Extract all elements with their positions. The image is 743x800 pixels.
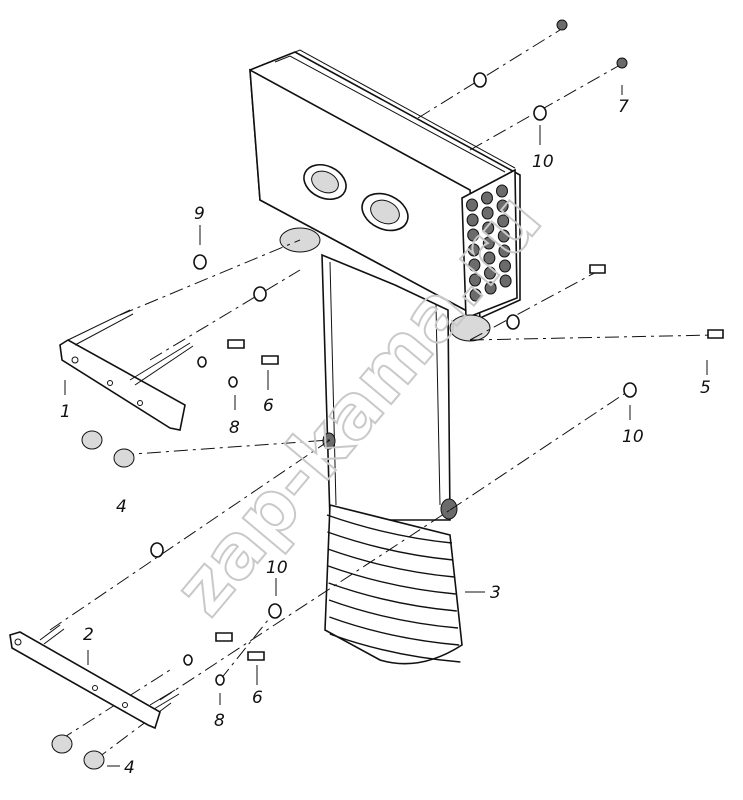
intake-pipe-assembly xyxy=(249,49,521,665)
bracket-1 xyxy=(59,309,194,431)
label-1: 1 xyxy=(60,402,71,422)
label-8-upper: 8 xyxy=(229,418,240,438)
grille-hole xyxy=(497,229,510,243)
label-9: 9 xyxy=(194,204,205,224)
callout-labels: 1 2 3 4 4 5 6 6 7 8 8 9 10 10 10 xyxy=(60,97,711,778)
bellows-rib xyxy=(329,633,461,663)
nut-4-upper-a xyxy=(81,430,103,450)
bracket-2 xyxy=(9,624,180,730)
label-3: 3 xyxy=(490,583,501,603)
nut-4-lower-b xyxy=(83,750,105,770)
grille-hole xyxy=(498,244,511,258)
label-6-lower: 6 xyxy=(252,688,263,708)
nut-4-upper-b xyxy=(113,448,135,468)
label-8-lower: 8 xyxy=(214,711,225,731)
bellows-rib xyxy=(327,565,456,595)
grille-hole xyxy=(466,213,479,227)
fasteners xyxy=(51,19,724,770)
assembly-lines xyxy=(49,29,716,761)
label-7: 7 xyxy=(618,97,629,117)
grille-hole xyxy=(496,199,509,213)
grille-hole xyxy=(496,184,508,198)
grille-hole xyxy=(484,266,496,280)
grille-hole xyxy=(468,258,481,272)
bellows-rib xyxy=(326,514,453,544)
label-10-right: 10 xyxy=(622,427,644,447)
grille-panel xyxy=(461,168,518,320)
label-2: 2 xyxy=(83,625,94,645)
leader-lines xyxy=(64,85,708,767)
grille-hole xyxy=(484,281,497,295)
grille-hole xyxy=(481,191,493,205)
grille-hole xyxy=(499,259,511,273)
intake-tube xyxy=(321,253,451,521)
grille-hole xyxy=(482,221,495,235)
bellows-rib xyxy=(329,616,460,646)
grille-hole xyxy=(467,228,480,242)
label-6-upper: 6 xyxy=(263,396,274,416)
label-10-top: 10 xyxy=(532,152,554,172)
label-4-upper: 4 xyxy=(116,497,127,517)
label-4-lower: 4 xyxy=(124,758,135,778)
bellows-rib xyxy=(327,531,454,561)
label-5: 5 xyxy=(700,378,711,398)
bellows-rib xyxy=(328,582,457,612)
grille-hole xyxy=(483,251,496,265)
nut-4-lower-a xyxy=(51,734,73,754)
bellows xyxy=(324,503,463,665)
grille-hole xyxy=(499,274,512,288)
grille-hole xyxy=(469,273,481,287)
grille-hole xyxy=(482,236,495,250)
bellows-rib xyxy=(327,548,455,578)
grille-hole xyxy=(466,198,478,212)
grille-hole xyxy=(469,288,482,302)
bellows-rib xyxy=(328,599,459,629)
grille-hole xyxy=(481,206,494,220)
grille-hole xyxy=(497,214,510,228)
label-10-middle: 10 xyxy=(266,558,288,578)
grille-hole xyxy=(467,243,480,257)
